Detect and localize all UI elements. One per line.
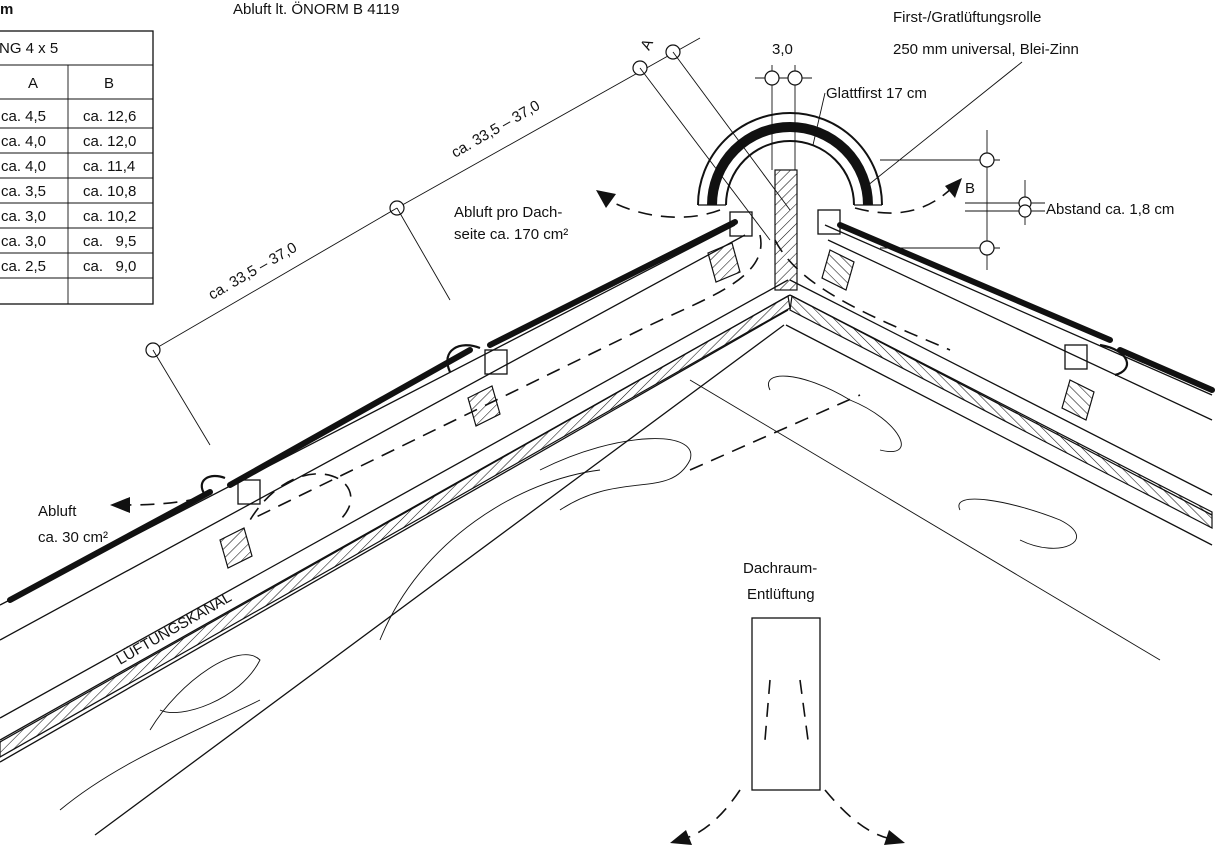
table-cell: ca. 4,0 xyxy=(1,158,46,175)
ridge-roll-spec: 250 mm universal, Blei-Zinn xyxy=(893,41,1079,58)
dim-a-label: A xyxy=(637,36,657,52)
abluft-30-label-1: Abluft xyxy=(38,503,77,520)
airflow-paths xyxy=(110,178,962,845)
table-cell: ca. 3,0 xyxy=(1,208,46,225)
boarding-right xyxy=(789,295,1213,529)
ridge-roll-label: First-/Gratlüftungsrolle xyxy=(893,9,1041,26)
table-header-b: B xyxy=(104,75,114,92)
table-title: NG 4 x 5 xyxy=(0,40,58,57)
abluft-dach-label-2: seite ca. 170 cm² xyxy=(454,226,568,243)
table-cell: ca. 10,8 xyxy=(83,183,136,200)
ridge-roll-leader xyxy=(861,61,1023,191)
table-cell: ca. 12,0 xyxy=(83,133,136,150)
table-cell: ca. 11,4 xyxy=(83,158,135,175)
dim-b-label: B xyxy=(965,180,975,197)
span-lower-label: ca. 33,5 – 37,0 xyxy=(206,239,300,303)
table-frame xyxy=(0,30,154,305)
table-cell: ca. 12,6 xyxy=(83,108,136,125)
table-cell: ca. 4,0 xyxy=(1,133,46,150)
dim-3-0: 3,0 xyxy=(772,41,793,58)
table-cell: ca. 9,0 xyxy=(83,258,136,275)
table-header-a: A xyxy=(28,75,38,92)
table-cell: ca. 4,5 xyxy=(1,108,46,125)
abluft-dach-label-1: Abluft pro Dach- xyxy=(454,204,562,221)
batten-spacing-table: m NG 4 x 5 A B ca. 4,5 ca. 12,6 ca. 4,0 … xyxy=(0,1,154,305)
rafter-wood-grain xyxy=(59,375,1077,811)
boarding-left xyxy=(0,295,791,758)
glattfirst-label: Glattfirst 17 cm xyxy=(826,85,927,102)
table-cell: ca. 2,5 xyxy=(1,258,46,275)
table-cell: ca. 3,0 xyxy=(1,233,46,250)
ridge-vent-roll xyxy=(697,112,883,206)
top-left-fragment: m xyxy=(0,1,13,18)
abluft-30-label-2: ca. 30 cm² xyxy=(38,529,108,546)
span-upper-label: ca. 33,5 – 37,0 xyxy=(449,97,543,161)
table-cell: ca. 10,2 xyxy=(83,208,136,225)
ridge-beam xyxy=(774,169,798,291)
dachraum-label-2: Entlüftung xyxy=(747,586,815,603)
dimensions xyxy=(145,37,1045,446)
table-cell: ca. 3,5 xyxy=(1,183,46,200)
norm-caption: Abluft lt. ÖNORM B 4119 xyxy=(233,0,399,18)
roof-space-vent xyxy=(751,617,821,791)
roof-structure xyxy=(0,169,1215,836)
dachraum-label-1: Dachraum- xyxy=(743,560,817,577)
table-cell: ca. 9,5 xyxy=(83,233,136,250)
abstand-label: Abstand ca. 1,8 cm xyxy=(1046,201,1174,218)
